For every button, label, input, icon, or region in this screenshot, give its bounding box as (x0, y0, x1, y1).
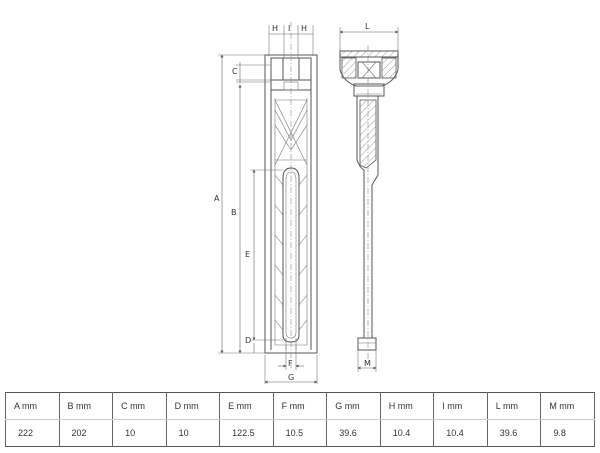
side-view-dimensions (339, 27, 399, 372)
technical-drawing: H I H A C B E D F G L M (214, 22, 399, 384)
label-g: G (288, 373, 294, 382)
value-h: 10.4 (379, 419, 435, 447)
header-d: D mm (165, 392, 221, 420)
table-header-row: A mm B mm C mm D mm E mm F mm G mm H mm … (5, 392, 595, 420)
value-c: 10 (112, 419, 167, 447)
value-g: 39.6 (326, 419, 381, 447)
value-e: 122.5 (219, 419, 274, 447)
header-i: I mm (433, 392, 488, 420)
table-row: 222 202 10 10 122.5 10.5 39.6 10.4 10.4 … (5, 419, 595, 447)
value-l: 39.6 (486, 419, 542, 447)
label-c: C (232, 67, 238, 76)
value-d: 10 (165, 419, 221, 447)
header-l: L mm (486, 392, 542, 420)
header-g: G mm (326, 392, 381, 420)
header-a: A mm (5, 392, 60, 420)
front-view (264, 22, 318, 368)
header-f: F mm (272, 392, 328, 420)
dimensions-table: A mm B mm C mm D mm E mm F mm G mm H mm … (5, 392, 595, 447)
label-h-right: H (301, 24, 307, 33)
value-m: 9.8 (540, 419, 595, 447)
header-h: H mm (379, 392, 435, 420)
header-e: E mm (219, 392, 274, 420)
label-e: E (245, 250, 250, 259)
value-i: 10.4 (433, 419, 488, 447)
label-l: L (365, 22, 370, 31)
header-m: M mm (540, 392, 595, 420)
front-view-dimensions (218, 25, 318, 384)
header-c: C mm (112, 392, 167, 420)
label-b: B (231, 208, 237, 217)
side-view (339, 45, 399, 360)
header-b: B mm (58, 392, 114, 420)
value-f: 10.5 (272, 419, 328, 447)
value-b: 202 (58, 419, 114, 447)
label-f: F (288, 359, 293, 368)
label-d: D (245, 336, 251, 345)
label-a: A (214, 194, 220, 203)
label-i: I (288, 24, 290, 33)
label-m: M (364, 359, 371, 368)
value-a: 222 (5, 419, 60, 447)
label-h-left: H (272, 24, 278, 33)
